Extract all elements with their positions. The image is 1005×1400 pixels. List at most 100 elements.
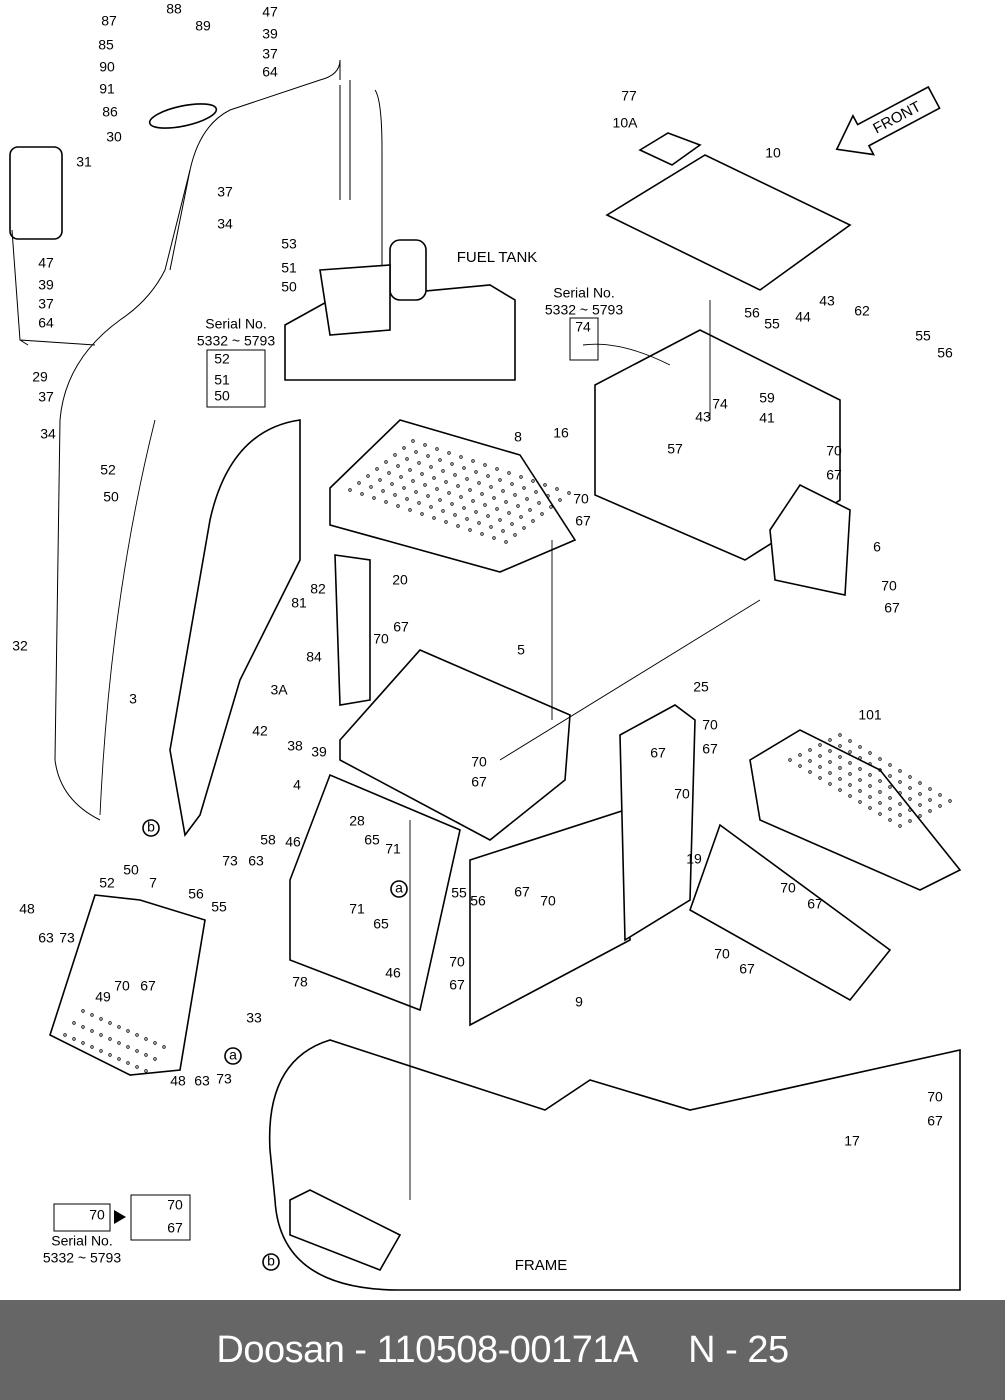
callout-3: 3 — [129, 691, 137, 707]
callout-20: 20 — [392, 572, 408, 588]
serial-range: 5332 ~ 5793 — [197, 333, 275, 349]
footer: Doosan - 110508-00171A N - 25 — [0, 1300, 1005, 1400]
callout-70: 70 — [573, 491, 589, 507]
callout-32: 32 — [12, 638, 28, 654]
callout-56: 56 — [470, 893, 486, 909]
callout-70: 70 — [702, 717, 718, 733]
callout-56: 56 — [744, 305, 760, 321]
reference-marker-circle — [262, 1253, 280, 1271]
callout-101: 101 — [858, 707, 882, 723]
perforation-holes — [63, 439, 952, 1073]
callout-62: 62 — [854, 303, 870, 319]
callout-43: 43 — [695, 409, 711, 425]
reference-marker-circle — [142, 819, 160, 837]
callout-37: 37 — [38, 296, 54, 312]
fuel-tank-label: FUEL TANK — [457, 249, 538, 266]
callout-85: 85 — [98, 37, 114, 53]
callout-67: 67 — [702, 741, 718, 757]
callout-64: 64 — [262, 64, 278, 80]
serial-box — [53, 1203, 111, 1232]
callout-89: 89 — [195, 18, 211, 34]
callout-70: 70 — [89, 1207, 105, 1223]
callout-49: 49 — [95, 989, 111, 1005]
callout-33: 33 — [246, 1010, 262, 1026]
callout-67: 67 — [514, 884, 530, 900]
callout-67: 67 — [807, 896, 823, 912]
callout-82: 82 — [310, 581, 326, 597]
callout-10A: 10A — [613, 115, 639, 131]
callout-30: 30 — [106, 129, 122, 145]
brand: Doosan — [216, 1328, 345, 1371]
callout-10: 10 — [765, 145, 781, 161]
callout-88: 88 — [166, 1, 182, 17]
callout-65: 65 — [373, 916, 389, 932]
page-number: N - 25 — [688, 1328, 789, 1371]
mirror-31 — [9, 146, 63, 240]
callout-73: 73 — [216, 1071, 232, 1087]
callout-67: 67 — [140, 978, 156, 994]
reference-marker-a: a — [395, 880, 403, 896]
callout-90: 90 — [99, 59, 115, 75]
callout-70: 70 — [114, 978, 130, 994]
serial-range: 5332 ~ 5793 — [545, 302, 623, 318]
callout-63: 63 — [38, 930, 54, 946]
callout-25: 25 — [693, 679, 709, 695]
callout-39: 39 — [38, 277, 54, 293]
callout-19: 19 — [686, 851, 702, 867]
callout-73: 73 — [59, 930, 75, 946]
serial-box — [569, 317, 599, 361]
callout-67: 67 — [739, 961, 755, 977]
callout-31: 31 — [76, 154, 92, 170]
callout-3A: 3A — [270, 682, 288, 698]
callout-58: 58 — [260, 832, 276, 848]
callout-81: 81 — [291, 595, 307, 611]
callout-46: 46 — [285, 834, 301, 850]
callout-53: 53 — [281, 236, 297, 252]
callout-70: 70 — [780, 880, 796, 896]
callout-34: 34 — [217, 216, 233, 232]
callout-67: 67 — [826, 467, 842, 483]
callout-70: 70 — [927, 1089, 943, 1105]
leader-lines — [99, 300, 761, 1200]
callout-55: 55 — [764, 316, 780, 332]
part-number: 110508-00171A — [376, 1328, 639, 1371]
mirror-30 — [148, 103, 218, 129]
callout-71: 71 — [349, 901, 365, 917]
callout-63: 63 — [194, 1073, 210, 1089]
callout-50: 50 — [281, 279, 297, 295]
line-art — [9, 59, 962, 1291]
callout-67: 67 — [471, 774, 487, 790]
callout-37: 37 — [262, 46, 278, 62]
callout-50: 50 — [214, 388, 230, 404]
reference-marker-b: b — [267, 1253, 275, 1269]
callout-70: 70 — [674, 786, 690, 802]
callout-91: 91 — [99, 81, 115, 97]
callout-59: 59 — [759, 390, 775, 406]
callout-47: 47 — [262, 4, 278, 20]
callout-39: 39 — [311, 744, 327, 760]
callout-67: 67 — [393, 619, 409, 635]
callout-4: 4 — [293, 777, 301, 793]
callout-8: 8 — [514, 429, 522, 445]
callout-44: 44 — [795, 309, 811, 325]
callout-73: 73 — [222, 853, 238, 869]
callout-67: 67 — [167, 1220, 183, 1236]
serial-caption: Serial No. — [205, 316, 266, 332]
callout-78: 78 — [292, 974, 308, 990]
callout-56: 56 — [188, 886, 204, 902]
reference-marker-b: b — [147, 819, 155, 835]
callout-52: 52 — [99, 875, 115, 891]
callout-67: 67 — [884, 600, 900, 616]
callout-29: 29 — [32, 369, 48, 385]
serial-caption: Serial No. — [553, 285, 614, 301]
callout-70: 70 — [540, 893, 556, 909]
callout-56: 56 — [937, 345, 953, 361]
callout-9: 9 — [575, 994, 583, 1010]
callout-7: 7 — [149, 875, 157, 891]
callout-17: 17 — [844, 1133, 860, 1149]
callout-47: 47 — [38, 255, 54, 271]
serial-box — [206, 349, 266, 408]
callout-64: 64 — [38, 315, 54, 331]
callout-63: 63 — [248, 853, 264, 869]
callout-86: 86 — [102, 104, 118, 120]
